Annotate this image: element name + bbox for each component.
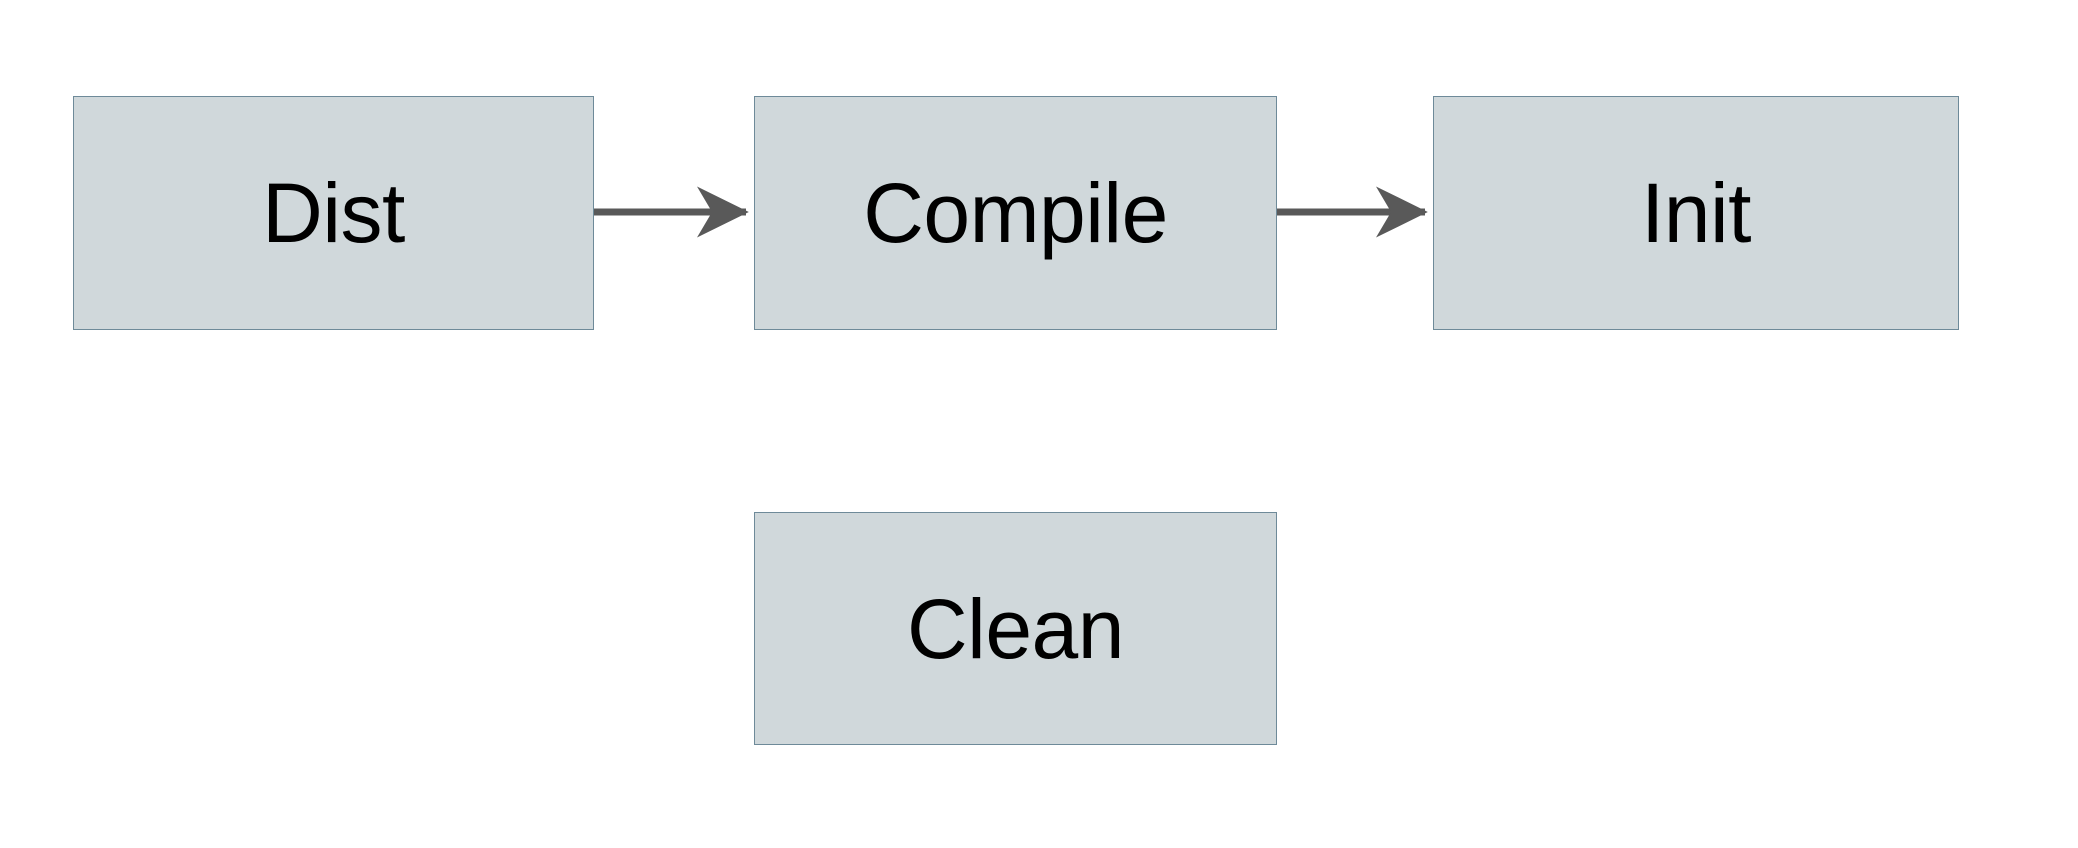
node-compile[interactable]: Compile xyxy=(754,96,1277,330)
node-init[interactable]: Init xyxy=(1433,96,1959,330)
node-clean-label: Clean xyxy=(907,581,1124,676)
node-init-label: Init xyxy=(1640,166,1752,260)
node-compile-label: Compile xyxy=(863,166,1168,260)
node-dist[interactable]: Dist xyxy=(73,96,594,330)
node-dist-label: Dist xyxy=(262,166,405,260)
node-clean[interactable]: Clean xyxy=(754,512,1277,745)
